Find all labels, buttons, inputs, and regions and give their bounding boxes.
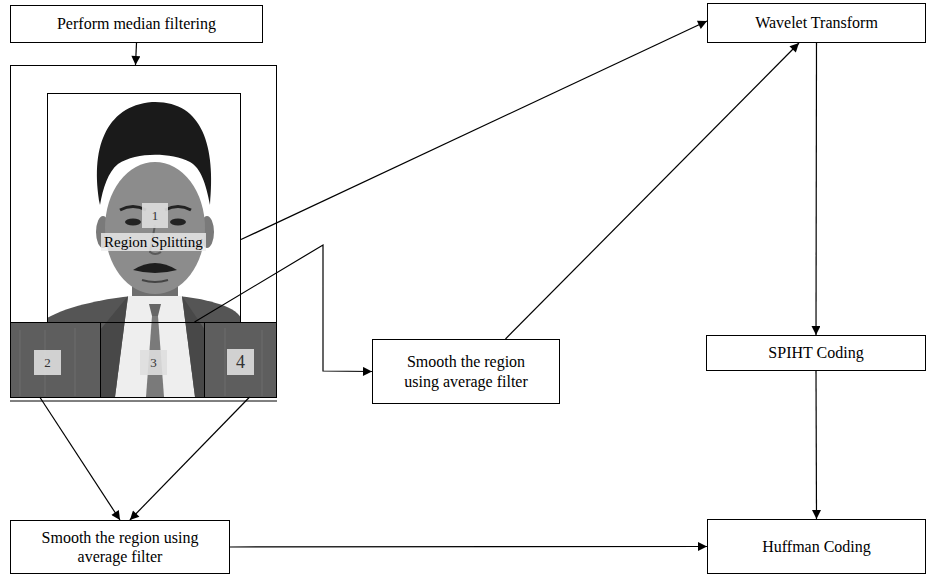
- image-frame: Region Splitting 1 2 3 4: [10, 65, 277, 398]
- texture-line: [75, 328, 76, 396]
- process-box: Smooth the region using average filter: [10, 520, 230, 574]
- process-box: SPIHT Coding: [706, 335, 926, 371]
- flow-arrow: [135, 43, 136, 65]
- process-box: Smooth the region using average filter: [372, 339, 560, 404]
- image-region: 3: [100, 322, 205, 397]
- callout-number: 3: [140, 350, 167, 375]
- callout-number: 4: [227, 349, 254, 375]
- mustache: [133, 263, 177, 273]
- face: [105, 162, 205, 294]
- process-box: Perform median filtering: [10, 5, 263, 43]
- box-label: Smooth the region using average filter: [391, 352, 541, 390]
- eyebrow: [165, 207, 191, 211]
- lapel: [182, 296, 205, 397]
- box-label: Perform median filtering: [57, 14, 216, 33]
- box-label: Huffman Coding: [762, 537, 871, 556]
- shirt: [115, 296, 195, 397]
- texture-line: [20, 330, 21, 396]
- texture-line: [225, 328, 226, 396]
- flow-arrow: [40, 397, 120, 520]
- flow-arrow: [815, 371, 817, 519]
- texture-line: [262, 330, 263, 396]
- flow-arrow: [230, 546, 707, 548]
- image-region: 4: [205, 322, 277, 397]
- process-box: Huffman Coding: [707, 519, 926, 574]
- flow-arrow: [130, 397, 250, 520]
- lapel: [100, 296, 128, 397]
- process-box: Wavelet Transform: [707, 3, 926, 43]
- image-region: 1: [47, 93, 241, 322]
- flow-arrow: [195, 245, 373, 372]
- callout-number: 2: [34, 350, 61, 375]
- box-label: Smooth the region using average filter: [40, 528, 200, 566]
- frame-underline: [10, 401, 277, 402]
- hair: [97, 102, 211, 205]
- tie-knot: [149, 304, 161, 316]
- image-region: 2: [10, 322, 100, 397]
- region-label: Region Splitting: [101, 233, 206, 251]
- eye: [125, 219, 141, 226]
- box-label: SPIHT Coding: [768, 343, 863, 362]
- mouth: [142, 280, 168, 282]
- box-label: Wavelet Transform: [755, 13, 878, 32]
- callout-number: 1: [142, 203, 168, 228]
- flow-arrow: [505, 43, 798, 339]
- flow-arrow: [815, 43, 817, 335]
- eye: [170, 219, 186, 226]
